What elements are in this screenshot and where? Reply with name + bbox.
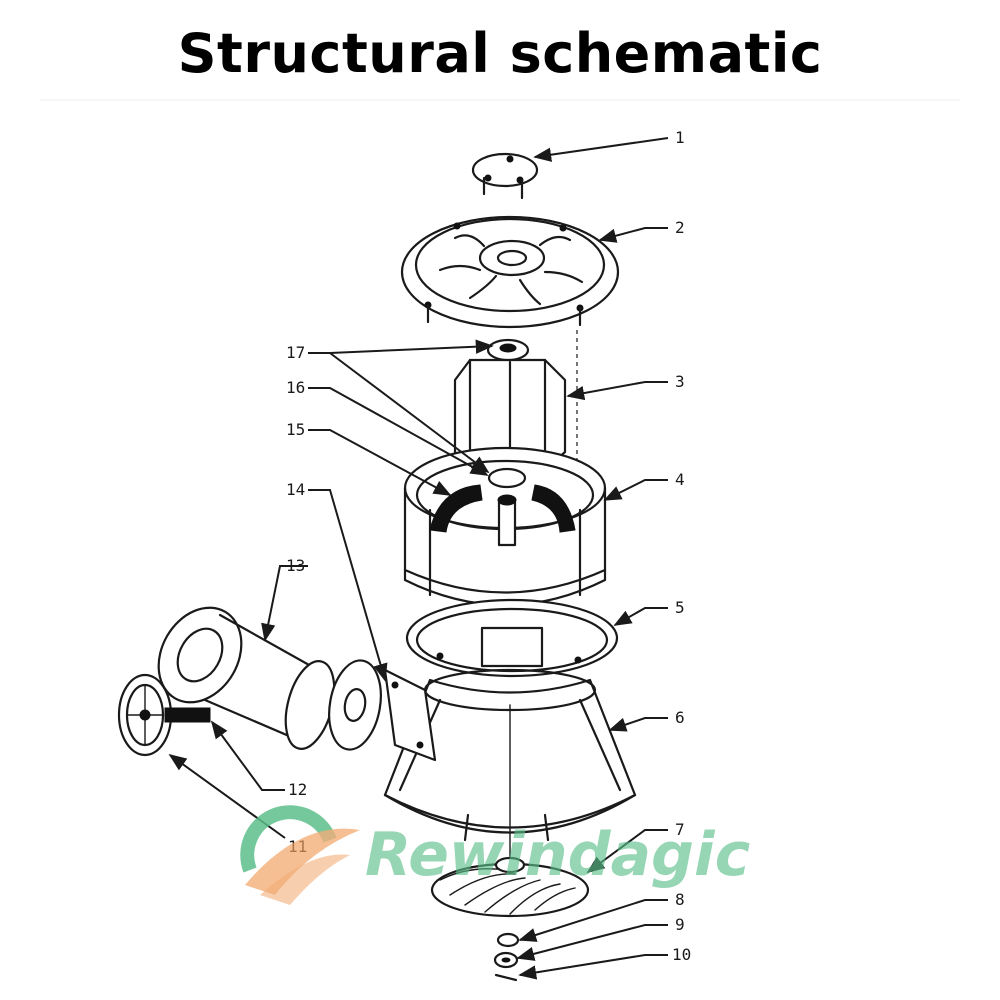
part-1-cap (471, 152, 539, 200)
part-3-generator (453, 338, 567, 472)
part-5-gasket (405, 598, 619, 678)
watermark-logo-icon (240, 805, 360, 905)
part-7-runner (430, 856, 590, 918)
part-13-inlet-pipe (157, 606, 382, 751)
part-8-washer (496, 932, 520, 948)
callout-8: 8 (675, 890, 685, 909)
callout-15: 15 (286, 420, 305, 439)
part-10-pin (494, 973, 518, 982)
diagram-title: Structural schematic (177, 22, 823, 85)
watermark-text: Rewindagic (365, 820, 750, 890)
callout-14: 14 (286, 480, 305, 499)
callout-2: 2 (675, 218, 685, 237)
part-12-stem (164, 707, 211, 723)
callout-6: 6 (675, 708, 685, 727)
part-4-housing (403, 446, 607, 606)
callout-leaders (168, 137, 669, 980)
callout-3: 3 (675, 372, 685, 391)
part-14-side-flange (383, 668, 437, 762)
callout-7: 7 (675, 820, 685, 839)
callout-13: 13 (286, 556, 305, 575)
watermark: Rewindagic (240, 805, 750, 905)
callout-4: 4 (675, 470, 685, 489)
callout-9: 9 (675, 915, 685, 934)
callout-16: 16 (286, 378, 305, 397)
part-9-nut (493, 951, 519, 969)
callout-12: 12 (288, 780, 307, 799)
callout-10: 10 (672, 945, 691, 964)
callout-1: 1 (675, 128, 685, 147)
callout-17: 17 (286, 343, 305, 362)
callout-5: 5 (675, 598, 685, 617)
part-11-handwheel (117, 673, 211, 757)
part-2-top-cover (400, 215, 620, 329)
